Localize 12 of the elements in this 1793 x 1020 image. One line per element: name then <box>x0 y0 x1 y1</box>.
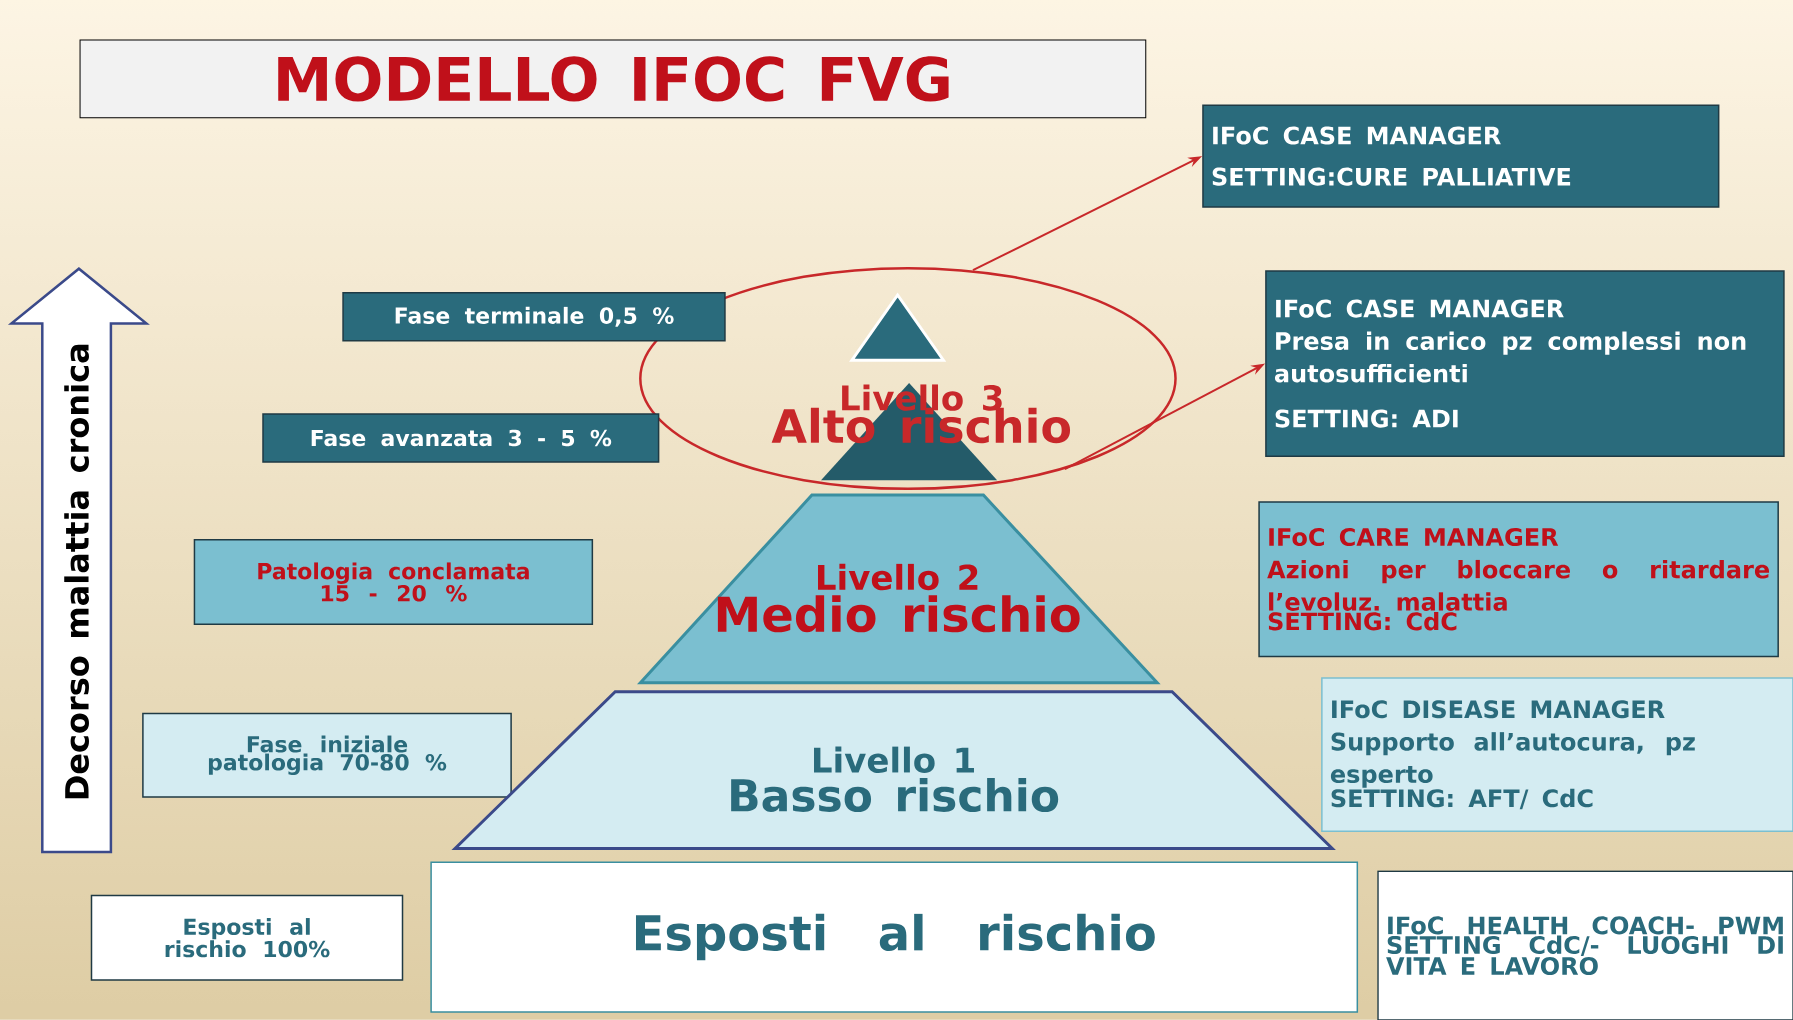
role-box: IFoC CASE MANAGER SETTING:CURE PALLIATIVE <box>1202 104 1720 208</box>
stage-label: Patologia conclamata 15 - 20 % <box>193 538 594 626</box>
base-box: Esposti al rischio <box>430 861 1359 1013</box>
role-box: IFoC DISEASE MANAGER Supporto all’autocura, pz esperto SETTING: AFT/ CdC <box>1321 677 1793 833</box>
role-box: IFoC CASE MANAGER Presa in carico pz complessi non autosufficienti SETTING: ADI <box>1265 270 1785 457</box>
stage-label: Esposti al rischio 100% <box>90 894 404 981</box>
role-box: IFoC HEALTH COACH- PWM SETTING CdC/- LUOGHI DI VITA E LAVORO <box>1377 870 1793 1020</box>
stage-label: Fase avanzata 3 - 5 % <box>262 413 660 463</box>
role-box: IFoC CARE MANAGER Azioni per bloccare o ritardare l’evoluz. malattia SETTING: CdC <box>1258 501 1779 658</box>
stage-label: Fase iniziale patologia 70-80 % <box>142 712 512 798</box>
title-box: MODELLO IFOC FVG <box>79 39 1147 119</box>
stage-label: Fase terminale 0,5 % <box>342 292 726 342</box>
